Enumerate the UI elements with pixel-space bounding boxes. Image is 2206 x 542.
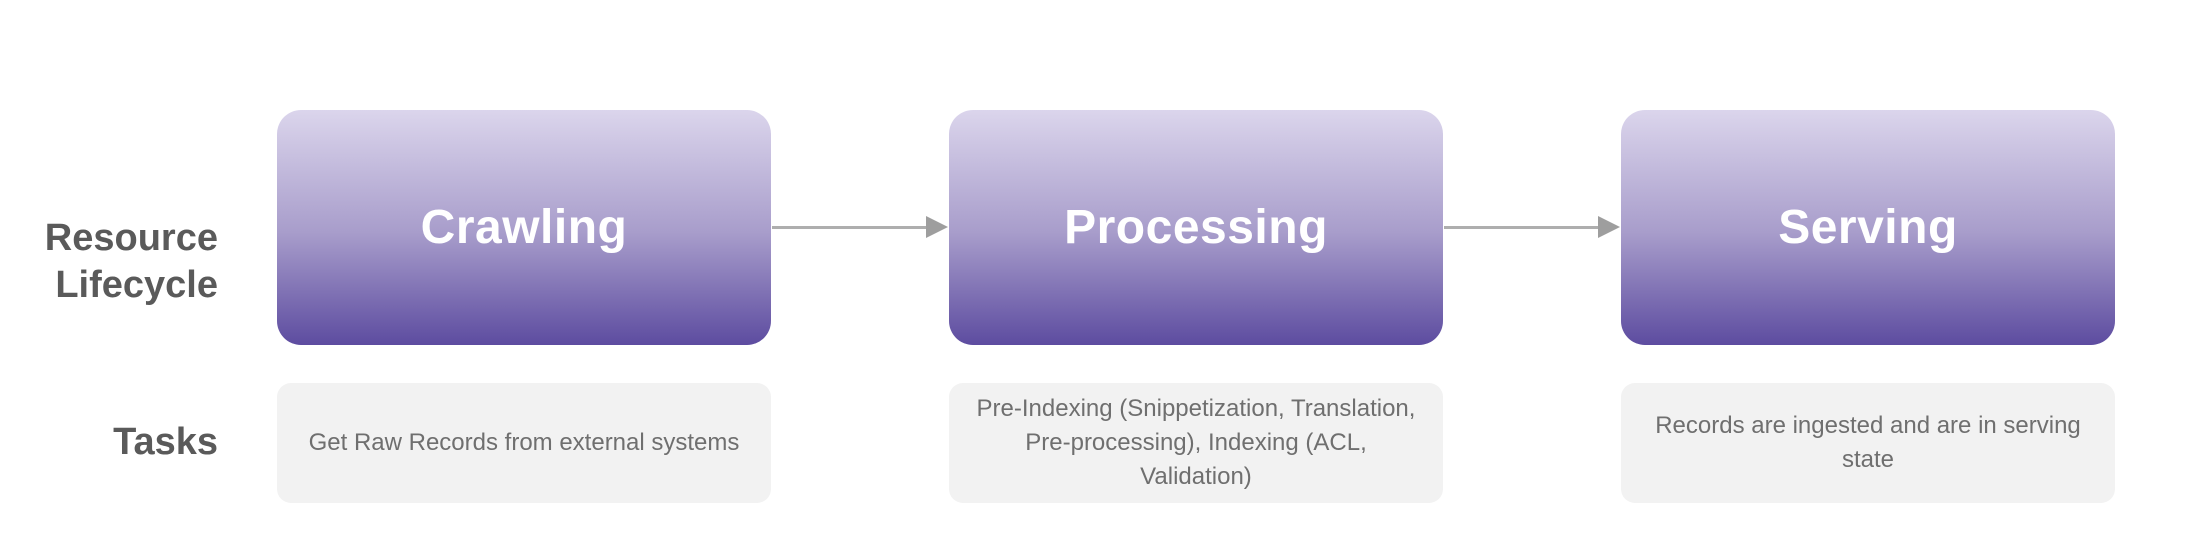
- arrow-head-icon: [926, 216, 948, 238]
- row-label-tasks: Tasks: [113, 421, 218, 464]
- arrow-line: [1444, 226, 1600, 229]
- stage-title-serving: Serving: [1778, 201, 1958, 254]
- stage-box-crawling: Crawling: [277, 110, 771, 345]
- task-text-serving: Records are ingested and are in serving …: [1655, 411, 2081, 473]
- arrow-head-icon: [1598, 216, 1620, 238]
- stage-title-processing: Processing: [1064, 201, 1328, 254]
- stage-box-serving: Serving: [1621, 110, 2115, 345]
- stage-title-crawling: Crawling: [420, 201, 628, 254]
- task-box-crawling: Get Raw Records from external systems: [277, 383, 771, 503]
- arrow-line: [772, 226, 928, 229]
- stage-box-processing: Processing: [949, 110, 1443, 345]
- task-text-processing: Pre-Indexing (Snippetization, Translatio…: [976, 394, 1416, 491]
- task-text-crawling: Get Raw Records from external systems: [308, 428, 740, 456]
- task-box-serving: Records are ingested and are in serving …: [1621, 383, 2115, 503]
- row-label-resource-lifecycle: Resource Lifecycle: [44, 217, 218, 307]
- task-box-processing: Pre-Indexing (Snippetization, Translatio…: [949, 383, 1443, 503]
